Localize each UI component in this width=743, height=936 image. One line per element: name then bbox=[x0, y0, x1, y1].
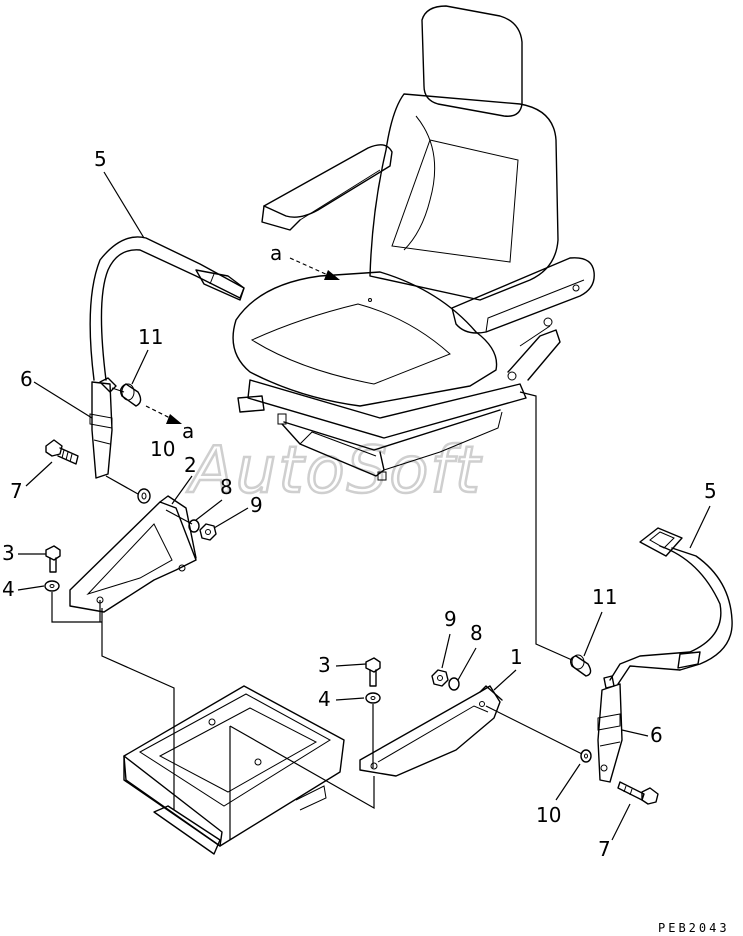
bolt-right bbox=[617, 781, 659, 805]
reference-a-seat: a bbox=[270, 241, 282, 265]
callout-3-left: 3 bbox=[2, 541, 15, 565]
bolt-left bbox=[45, 439, 79, 465]
callout-9-right: 9 bbox=[444, 607, 457, 631]
mount-washer-left bbox=[44, 580, 60, 592]
callout-8-right: 8 bbox=[470, 621, 483, 645]
lock-washer-right bbox=[448, 677, 460, 691]
bracket-right bbox=[359, 685, 503, 777]
callout-5-left: 5 bbox=[94, 147, 107, 171]
floor-frame bbox=[123, 685, 345, 855]
callout-10-right: 10 bbox=[536, 803, 561, 827]
callout-1: 1 bbox=[510, 645, 523, 669]
reference-a-arrows bbox=[145, 257, 340, 424]
assembly-leaders bbox=[51, 391, 583, 840]
lock-washer-left bbox=[188, 519, 200, 533]
drawing-code: PEB2043 bbox=[658, 921, 730, 935]
callout-6-left: 6 bbox=[20, 367, 33, 391]
callout-labels: 5 11 6 a a 10 2 7 8 9 3 4 5 11 bbox=[2, 147, 717, 861]
callout-11-right: 11 bbox=[592, 585, 617, 609]
callout-3-right: 3 bbox=[318, 653, 331, 677]
bracket-left bbox=[69, 495, 197, 613]
nut-left bbox=[199, 523, 217, 541]
callout-5-right: 5 bbox=[704, 479, 717, 503]
callout-4-left: 4 bbox=[2, 577, 15, 601]
callout-2: 2 bbox=[184, 453, 197, 477]
callout-7-right: 7 bbox=[598, 837, 611, 861]
callout-6-right: 6 bbox=[650, 723, 663, 747]
nut-right bbox=[431, 669, 449, 687]
callout-11-left: 11 bbox=[138, 325, 163, 349]
right-seat-belt bbox=[597, 527, 733, 783]
callout-4-right: 4 bbox=[318, 687, 331, 711]
mount-bolt-left bbox=[45, 545, 61, 573]
washer-left bbox=[105, 475, 151, 504]
washer-right bbox=[580, 749, 592, 763]
spacer-right bbox=[569, 654, 592, 677]
callout-8-left: 8 bbox=[220, 475, 233, 499]
operator-seat bbox=[232, 5, 595, 481]
callout-10-left: 10 bbox=[150, 437, 175, 461]
callout-7-left: 7 bbox=[10, 479, 23, 503]
reference-a-belt: a bbox=[182, 419, 194, 443]
mount-washer-right bbox=[365, 692, 381, 704]
mount-bolt-right bbox=[365, 657, 381, 687]
spacer-left bbox=[119, 383, 142, 407]
watermark: AutoSoft bbox=[186, 434, 483, 508]
callout-9-left: 9 bbox=[250, 493, 263, 517]
